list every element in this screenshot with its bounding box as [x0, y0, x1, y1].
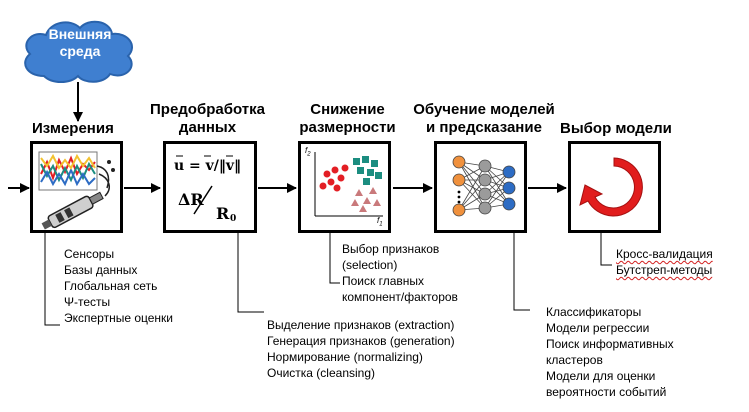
list-item: вероятности событий [546, 385, 667, 399]
list-item: кластеров [546, 353, 603, 367]
preprocessing-methods-list: Выделение признаков (extraction) Генерац… [267, 317, 455, 381]
list-item: Модели регрессии [546, 321, 650, 335]
list-item: Выбор признаков [342, 242, 440, 256]
connector-measurement-list [44, 233, 60, 326]
list-item: Глобальная сеть [64, 279, 158, 293]
list-item: Бутстреп-методы [616, 263, 713, 277]
list-item: Поиск информативных [546, 337, 674, 351]
list-item: Очистка (cleansing) [267, 366, 375, 380]
normalization-formula-icon [176, 155, 233, 215]
model-selection-methods-list: Кросс-валидация Бутстреп-методы [616, 246, 713, 278]
stage-block-selection [568, 141, 661, 233]
connector-preprocessing-list [237, 233, 264, 313]
list-item: Нормирование (normalizing) [267, 350, 423, 364]
cloud-label-line2: среда [59, 43, 101, 59]
list-item: Модели для оценки [546, 369, 656, 383]
external-environment-cloud [24, 20, 133, 83]
axis-label-f1: f1 [377, 216, 383, 228]
list-item: (selection) [342, 258, 398, 272]
measurement-sources-list: Сенсоры Базы данных Глобальная сеть Ψ-те… [64, 246, 173, 326]
formula-r: R [216, 204, 230, 223]
stage-title-measurement: Измерения [32, 120, 114, 137]
list-item: Сенсоры [64, 247, 115, 261]
scatter-clusters-icon [314, 152, 383, 217]
stage-title-dimensionality: Снижение размерности [299, 101, 396, 136]
connector-selection-list [600, 233, 612, 266]
formula-delta-r: ΔR [178, 190, 204, 209]
connector-learning-list [513, 233, 530, 311]
list-item: Выделение признаков (extraction) [267, 318, 455, 332]
stage-title-learning: Обучение моделей и предсказание [413, 101, 555, 136]
formula-normalized-vector: u = v/‖v‖ [174, 158, 242, 174]
list-item: Кросс-валидация [616, 247, 713, 261]
stage-block-learning [434, 141, 527, 233]
list-item: Ψ-тесты [64, 295, 111, 309]
list-item: Генерация признаков (generation) [267, 334, 455, 348]
neural-network-icon [452, 155, 516, 217]
stage-title-selection: Выбор модели [560, 120, 672, 137]
list-item: Экспертные оценки [64, 311, 174, 325]
list-item: компонент/факторов [342, 290, 458, 304]
sensor-chart-icon [38, 151, 115, 230]
stage-block-preprocessing: u = v/‖v‖ ΔR R 0 [163, 141, 257, 233]
stage-block-measurement [30, 141, 123, 233]
cloud-label-line1: Внешняя [48, 26, 112, 42]
formula-subscript: 0 [230, 214, 237, 224]
learning-models-list: Классификаторы Модели регрессии Поиск ин… [546, 304, 674, 400]
connector-dimensionality-list [329, 233, 340, 284]
cycle-arrow-icon [579, 157, 643, 217]
external-environment-label: Внешняя среда [36, 26, 124, 60]
stage-block-dimensionality: f2 f1 [298, 141, 391, 233]
list-item: Классификаторы [546, 305, 642, 319]
list-item: Поиск главных [342, 274, 425, 288]
axis-label-f2: f2 [305, 146, 311, 158]
stage-title-preprocessing: Предобработка данных [150, 101, 265, 136]
dimensionality-methods-list: Выбор признаков (selection) Поиск главны… [342, 241, 458, 305]
list-item: Базы данных [64, 263, 138, 277]
